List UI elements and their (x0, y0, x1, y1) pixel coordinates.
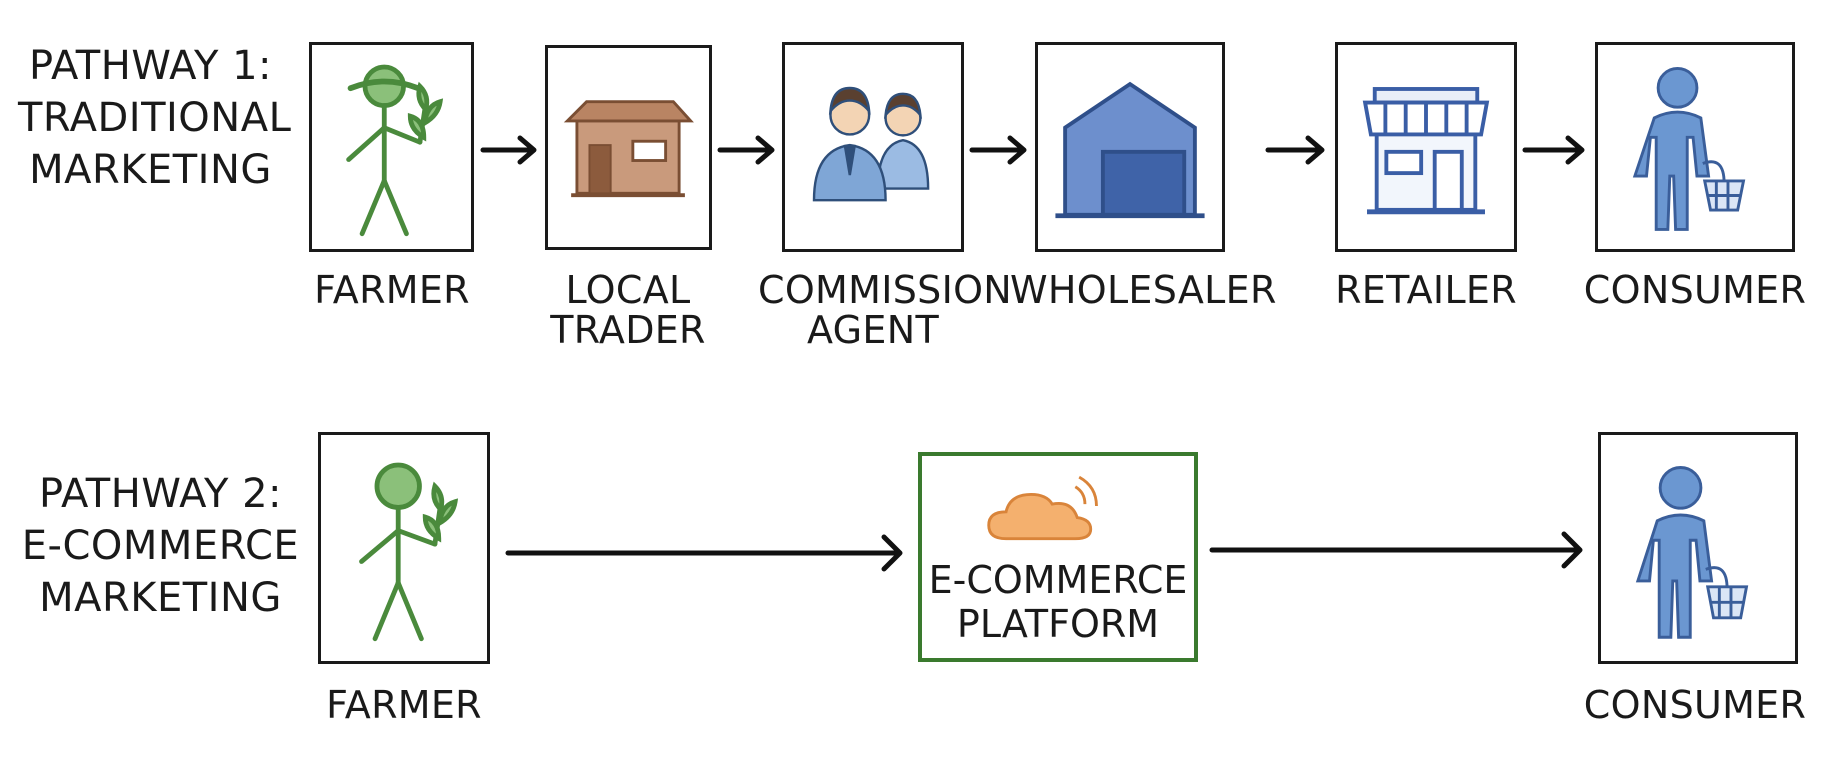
cloud-icon (987, 475, 1098, 541)
commission-agent-label: COMMISSION AGENT (758, 268, 1013, 352)
arrow-retailer-to-consumer (1522, 135, 1585, 165)
pathway-2-label-line-3: MARKETING (39, 575, 282, 621)
retailer-box (1335, 42, 1517, 252)
local-trader-box (545, 45, 712, 250)
consumer-2-label: CONSUMER (1580, 685, 1810, 725)
commission-agent-label-line-2: AGENT (807, 308, 939, 352)
farmer-label: FARMER (292, 270, 492, 310)
shopper-icon-2 (1635, 466, 1749, 639)
consumer-label: CONSUMER (1580, 270, 1810, 310)
pathway-1-label-line-1: PATHWAY 1: (28, 43, 273, 89)
local-trader-label: LOCAL TRADER (528, 270, 728, 350)
commission-agent-label-line-1: COMMISSION (758, 268, 1013, 312)
farmer-2-label: FARMER (304, 685, 504, 725)
pathway-1-label: PATHWAY 1: TRADITIONAL MARKETING (18, 40, 292, 196)
shop-hut-icon (563, 100, 694, 198)
pathway-2-label-line-2: E-COMMERCE (21, 523, 300, 569)
farmer-icon (346, 64, 444, 237)
pathway-2-label: PATHWAY 2: E-COMMERCE MARKETING (18, 468, 303, 624)
pathway-1-label-line-2: TRADITIONAL (18, 95, 292, 141)
ecommerce-platform-label-line-1: E-COMMERCE (928, 558, 1188, 602)
local-trader-label-line-2: TRADER (550, 308, 706, 352)
pathway-2-label-line-1: PATHWAY 2: (38, 471, 283, 517)
commission-agent-box (782, 42, 964, 252)
consumer-2-box (1598, 432, 1798, 664)
consumer-box (1595, 42, 1795, 252)
shopper-icon (1632, 66, 1746, 231)
warehouse-icon (1055, 81, 1205, 219)
consumer-2-label-text: CONSUMER (1583, 683, 1807, 727)
pathway-1-label-line-3: MARKETING (29, 147, 272, 193)
farmer-icon-2 (359, 462, 459, 642)
storefront-icon (1362, 87, 1490, 215)
arrow-platform-to-consumer (1209, 531, 1583, 569)
farmer-2-box (318, 432, 490, 664)
local-trader-label-line-1: LOCAL (565, 268, 691, 312)
arrow-farmer-to-platform (505, 534, 903, 572)
retailer-label-text: RETAILER (1335, 268, 1517, 312)
retailer-label: RETAILER (1320, 270, 1532, 310)
farmer-label-text: FARMER (314, 268, 470, 312)
farmer-2-label-text: FARMER (326, 683, 482, 727)
wholesaler-box (1035, 42, 1225, 252)
wholesaler-label: WHOLESALER (1010, 268, 1277, 312)
ecommerce-platform-label-line-2: PLATFORM (956, 602, 1160, 646)
ecommerce-platform-label: E-COMMERCE PLATFORM (922, 558, 1194, 646)
farmer-box (309, 42, 474, 252)
arrow-trader-to-agent (717, 135, 775, 165)
wholesaler-label-text: WHOLESALER (1010, 268, 1277, 312)
ecommerce-platform-box: E-COMMERCE PLATFORM (918, 452, 1198, 662)
arrow-wholesaler-to-retailer (1265, 135, 1325, 165)
arrow-agent-to-wholesaler (969, 135, 1027, 165)
agents-icon (812, 86, 930, 202)
consumer-label-text: CONSUMER (1583, 268, 1807, 312)
arrow-farmer-to-trader (480, 135, 537, 165)
